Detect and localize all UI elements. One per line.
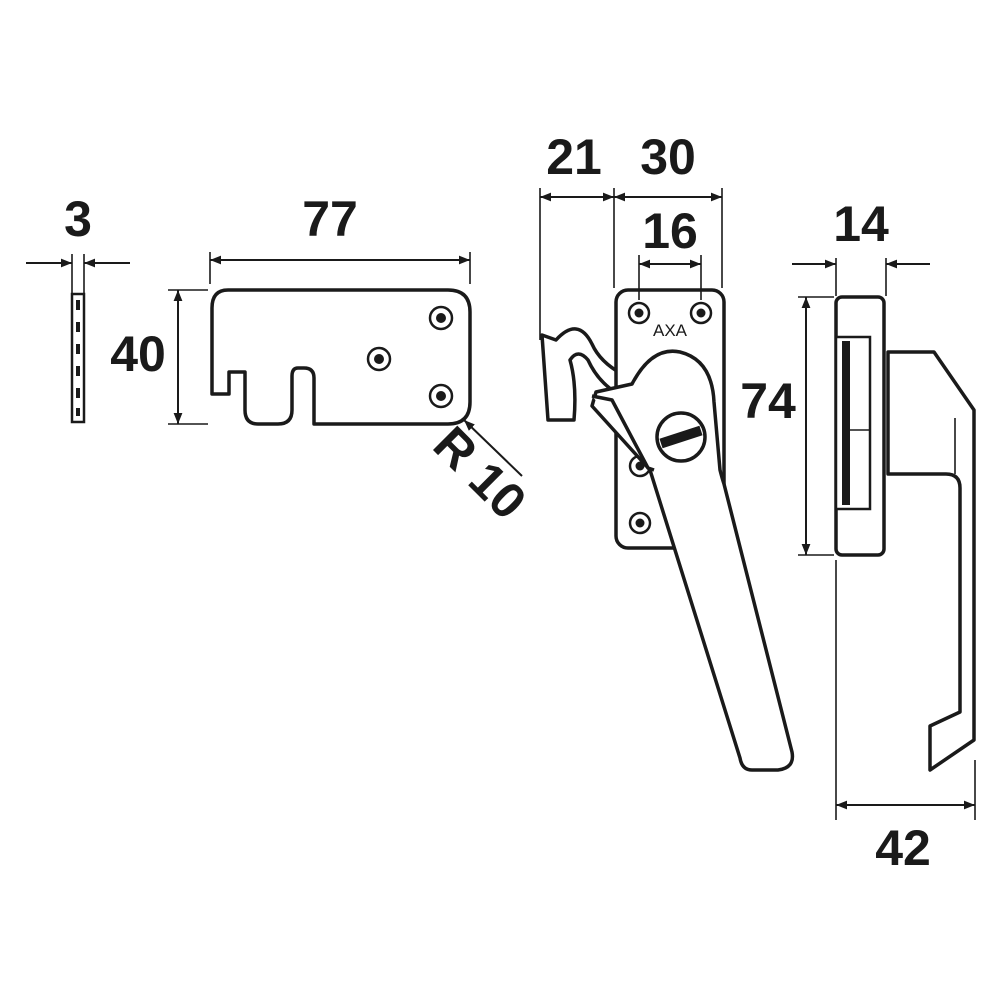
hook-latch: [540, 327, 624, 422]
spacer-plate: [70, 292, 86, 424]
keeper-height-dimension: 40: [110, 289, 208, 425]
base-height-label: 74: [740, 373, 796, 429]
brand-logo: AXA: [653, 321, 688, 340]
handle-lever: [590, 349, 795, 772]
hole-spacing-label: 16: [642, 203, 698, 259]
keeper-plate: [210, 288, 472, 426]
base-screw-hole: [627, 301, 651, 325]
screw-head: [655, 411, 707, 463]
hole-spacing-dimension: 16: [638, 203, 702, 300]
keeper-length-label: 77: [302, 191, 358, 247]
base-screw-hole: [628, 511, 652, 535]
spacer-thickness-label: 3: [64, 191, 92, 247]
base-width-dimension: 30: [614, 129, 723, 288]
hook-offset-dimension: 21: [539, 129, 615, 340]
keeper-screw-hole: [428, 305, 454, 331]
base-height-dimension: [798, 296, 834, 556]
base-screw-hole: [689, 301, 713, 325]
keeper-length-dimension: 77: [209, 191, 471, 284]
handle-projection-dimension: 42: [835, 560, 976, 876]
keeper-height-label: 40: [110, 326, 166, 382]
base-width-label: 30: [640, 129, 696, 185]
keeper-radius-label: R 10: [423, 416, 537, 530]
keeper-screw-hole: [366, 346, 392, 372]
side-view-body: [834, 295, 976, 772]
hook-offset-label: 21: [546, 129, 602, 185]
spacer-thickness-dimension: 3: [26, 191, 130, 294]
side-depth-label: 14: [833, 196, 889, 252]
side-depth-dimension: 14: [792, 196, 930, 296]
handle-projection-label: 42: [875, 820, 931, 876]
keeper-radius-dimension: R 10: [423, 416, 537, 530]
keeper-screw-hole: [428, 383, 454, 409]
